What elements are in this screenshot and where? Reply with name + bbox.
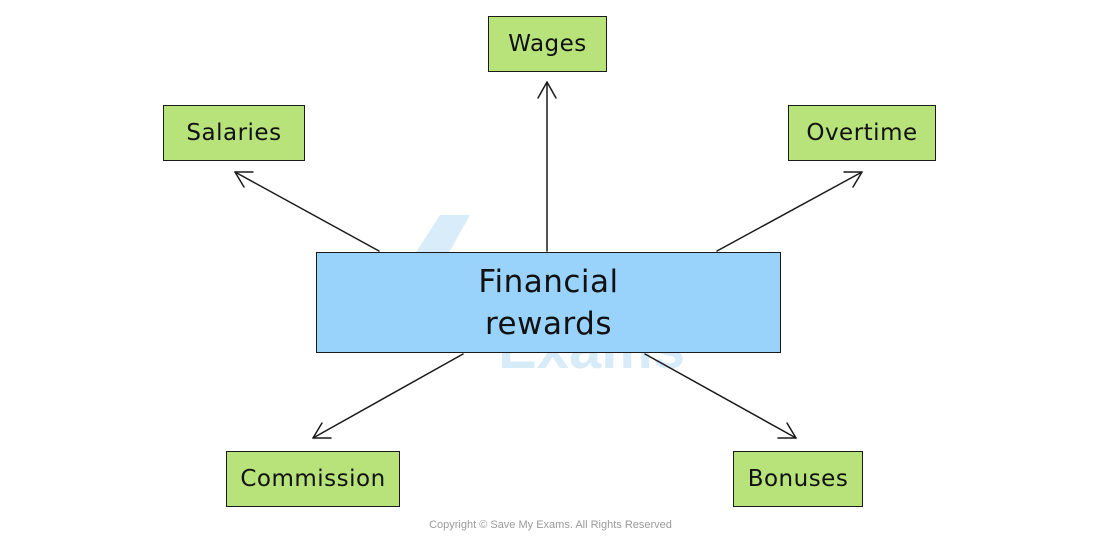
node-bonuses-label: Bonuses <box>747 466 849 492</box>
arrow-to-bonuses <box>644 353 797 439</box>
arrow-to-salaries <box>234 171 380 252</box>
center-node-line1: Financial <box>478 263 619 300</box>
node-wages-label: Wages <box>508 31 587 57</box>
node-overtime: Overtime <box>788 105 936 161</box>
node-wages: Wages <box>488 16 607 72</box>
copyright-footer: Copyright © Save My Exams. All Rights Re… <box>429 519 672 531</box>
center-node: Financial rewards <box>316 252 781 353</box>
node-salaries: Salaries <box>163 105 305 161</box>
arrow-to-overtime <box>716 171 863 252</box>
center-node-line2: rewards <box>484 305 612 342</box>
node-commission-label: Commission <box>240 466 386 492</box>
arrow-to-commission <box>312 353 464 439</box>
node-salaries-label: Salaries <box>186 120 282 146</box>
node-overtime-label: Overtime <box>806 120 918 146</box>
node-commission: Commission <box>226 451 400 507</box>
node-bonuses: Bonuses <box>733 451 863 507</box>
arrow-to-wages <box>537 81 557 252</box>
